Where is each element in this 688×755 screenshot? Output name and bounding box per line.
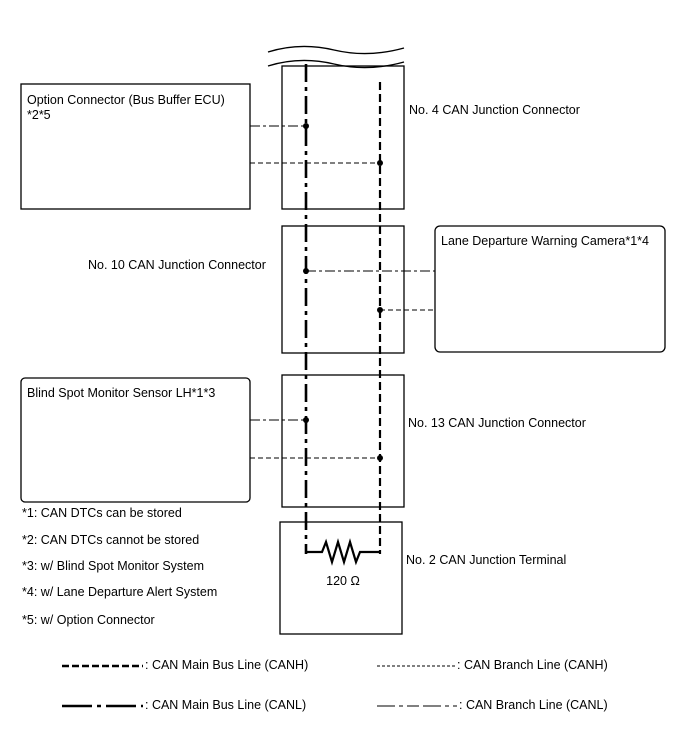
- note-2: *2: CAN DTCs cannot be stored: [22, 533, 199, 547]
- note-1: *1: CAN DTCs can be stored: [22, 506, 182, 520]
- termination-resistor: [306, 538, 380, 566]
- junction-dot: [377, 455, 383, 461]
- junction-dot: [303, 268, 309, 274]
- note-5: *5: w/ Option Connector: [22, 613, 155, 627]
- no2-junction-box: [279, 521, 403, 635]
- no10-junction-box: [281, 225, 405, 354]
- junction-dot: [303, 417, 309, 423]
- legend-main-canh-label: : CAN Main Bus Line (CANH): [145, 658, 308, 672]
- break-line-top: [267, 45, 405, 55]
- resistor-value: 120 Ω: [326, 574, 360, 588]
- junction-dot: [377, 307, 383, 313]
- option-connector-box: [20, 83, 251, 210]
- note-4: *4: w/ Lane Departure Alert System: [22, 585, 217, 599]
- no13-junction-box: [281, 374, 405, 508]
- no2-junction-label: No. 2 CAN Junction Terminal: [406, 553, 566, 567]
- legend-branch-canh-label: : CAN Branch Line (CANH): [457, 658, 608, 672]
- option-connector-note: *2*5: [27, 108, 51, 122]
- break-mask: [268, 46, 404, 69]
- lane-departure-camera-box: [434, 225, 666, 353]
- junction-dot: [303, 123, 309, 129]
- legend-branch-canl-label: : CAN Branch Line (CANL): [459, 698, 608, 712]
- no13-junction-label: No. 13 CAN Junction Connector: [408, 416, 586, 430]
- note-3: *3: w/ Blind Spot Monitor System: [22, 559, 204, 573]
- no4-junction-box: [281, 65, 405, 210]
- junction-dot: [377, 160, 383, 166]
- no10-junction-label: No. 10 CAN Junction Connector: [88, 258, 266, 272]
- blind-spot-sensor-box: [20, 377, 251, 503]
- option-connector-label: Option Connector (Bus Buffer ECU): [27, 93, 225, 107]
- legend-main-canl-label: : CAN Main Bus Line (CANL): [145, 698, 306, 712]
- lane-departure-camera-label: Lane Departure Warning Camera*1*4: [441, 234, 649, 248]
- no4-junction-label: No. 4 CAN Junction Connector: [409, 103, 580, 117]
- blind-spot-sensor-label: Blind Spot Monitor Sensor LH*1*3: [27, 386, 215, 400]
